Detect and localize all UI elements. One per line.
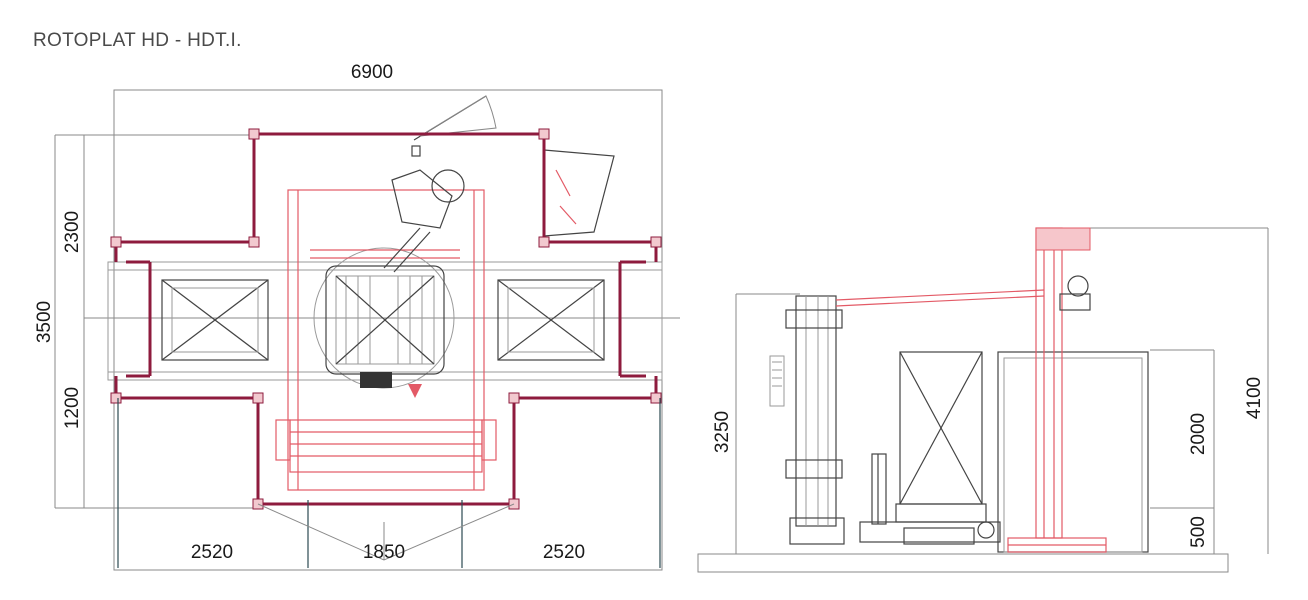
dim-side-left: 3250 [712, 411, 733, 453]
dim-left-upper: 2300 [62, 211, 83, 253]
door-frame [997, 351, 1149, 553]
plan-dimension-frame [113, 89, 663, 571]
floor-base [697, 553, 1229, 573]
side-turntable [859, 453, 1001, 545]
machine-frame [275, 189, 497, 491]
gate-symbol [543, 149, 615, 237]
red-tower [1007, 227, 1107, 553]
side-view [697, 227, 1269, 573]
right-pallet [497, 279, 605, 361]
dim-left-total: 3500 [34, 301, 55, 343]
direction-arrow [408, 384, 422, 398]
motor-unit [360, 372, 392, 388]
dim-top-width: 6900 [351, 62, 393, 83]
dim-bottom-left: 2520 [191, 542, 233, 563]
plan-view [54, 89, 680, 571]
left-pallet [161, 279, 269, 361]
dim-bottom-right: 2520 [543, 542, 585, 563]
mast-column [769, 295, 845, 545]
diagram-title: ROTOPLAT HD - HDT.I. [33, 30, 242, 51]
top-boom [835, 289, 1045, 301]
dim-bottom-center: 1850 [363, 542, 405, 563]
load-box [895, 351, 987, 523]
dim-side-mid: 2000 [1188, 413, 1209, 455]
arm-assembly [383, 95, 497, 273]
dim-side-right: 4100 [1244, 377, 1265, 419]
dim-side-base: 500 [1188, 516, 1209, 548]
dim-left-lower: 1200 [62, 387, 83, 429]
